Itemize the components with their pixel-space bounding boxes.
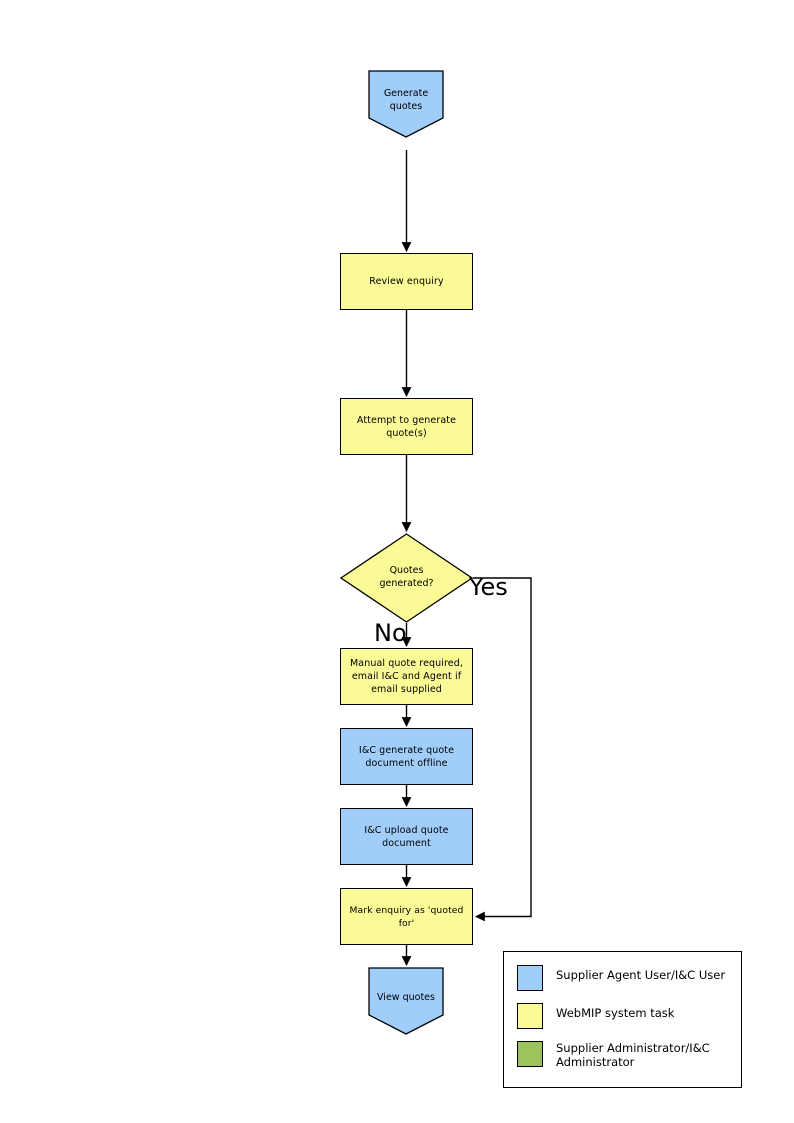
branch-label-no: No (374, 619, 407, 647)
node-view-quotes[interactable]: View quotes (368, 967, 444, 1035)
node-quotes-generated[interactable]: Quotes generated? (339, 533, 474, 623)
node-mark-enquiry-as-quoted-for[interactable]: Mark enquiry as 'quoted for' (340, 888, 473, 945)
legend-item-user-task: Supplier Agent User/I&C User (517, 965, 725, 991)
node-label: Quotes generated? (379, 565, 434, 589)
legend-item-system-task: WebMIP system task (517, 1003, 674, 1029)
legend: Supplier Agent User/I&C User WebMIP syst… (503, 951, 742, 1088)
node-label: Attempt to generate quote(s) (356, 414, 457, 439)
node-label: Mark enquiry as 'quoted for' (349, 904, 464, 929)
legend-item-admin-task: Supplier Administrator/I&C Administrator (517, 1041, 710, 1069)
node-ic-upload-quote-document[interactable]: I&C upload quote document (340, 808, 473, 865)
node-label: Manual quote required, email I&C and Age… (349, 658, 464, 695)
node-review-enquiry[interactable]: Review enquiry (340, 253, 473, 310)
node-ic-generate-quote-document-offline[interactable]: I&C generate quote document offline (340, 728, 473, 785)
node-manual-quote-required[interactable]: Manual quote required, email I&C and Age… (340, 648, 473, 705)
legend-label: Supplier Administrator/I&C Administrator (556, 1041, 710, 1069)
legend-label: WebMIP system task (556, 1006, 675, 1020)
node-label: I&C generate quote document offline (358, 744, 455, 769)
legend-label: Supplier Agent User/I&C User (556, 968, 726, 982)
node-attempt-to-generate-quotes[interactable]: Attempt to generate quote(s) (340, 398, 473, 455)
branch-label-yes: Yes (469, 573, 508, 601)
node-label: View quotes (377, 992, 435, 1003)
legend-swatch-system-task (517, 1003, 543, 1029)
node-label: Generate quotes (383, 88, 429, 112)
legend-swatch-user-task (517, 965, 543, 991)
node-generate-quotes[interactable]: Generate quotes (368, 70, 444, 138)
legend-swatch-admin-task (517, 1041, 543, 1067)
node-label: I&C upload quote document (364, 824, 449, 849)
edge-decision-yes-to-mark-enquiry (473, 577, 532, 922)
node-label: Review enquiry (369, 276, 444, 287)
